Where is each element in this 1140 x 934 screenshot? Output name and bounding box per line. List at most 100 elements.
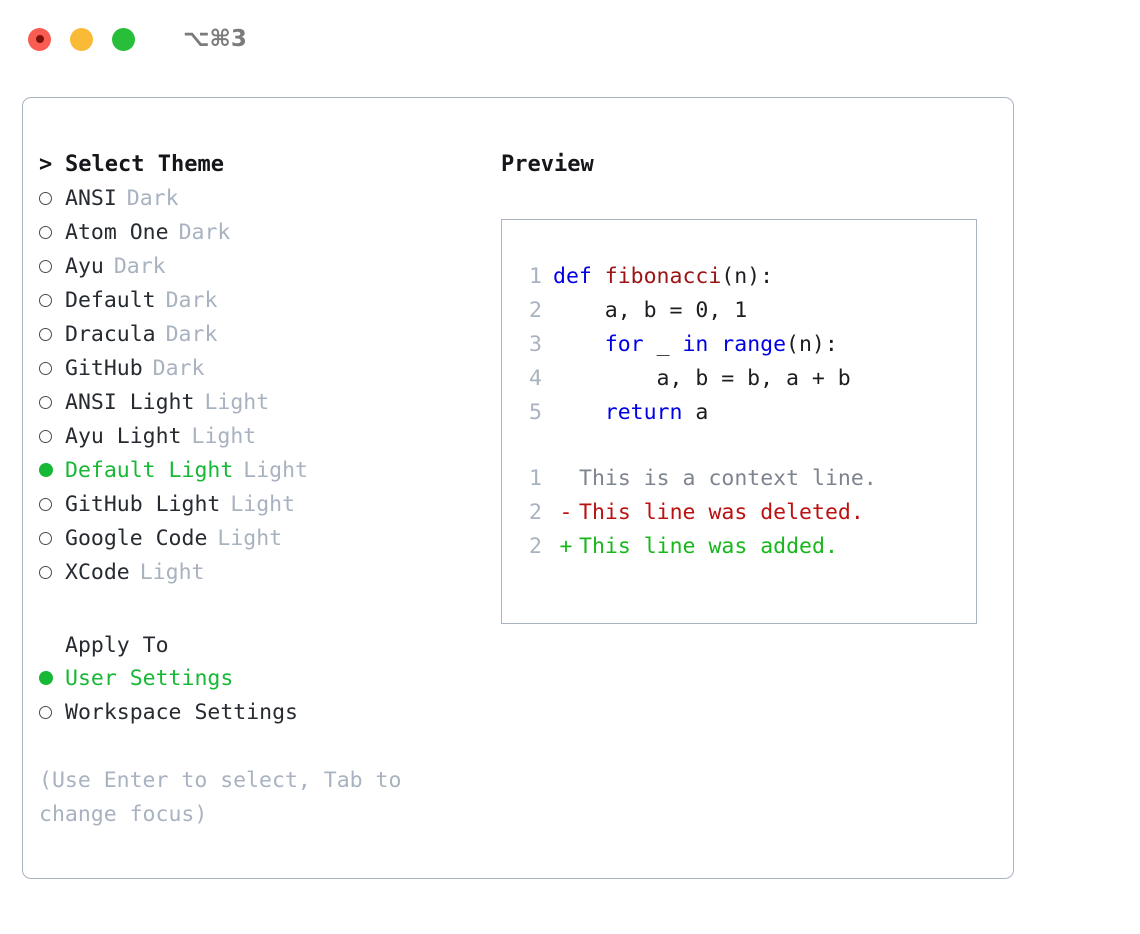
apply-to-option-label: User Settings — [65, 666, 234, 691]
theme-option-default-dark[interactable]: Default Dark — [39, 284, 489, 318]
theme-category: Light — [243, 458, 309, 483]
radio-unselected-icon[interactable] — [39, 352, 65, 386]
apply-to-option-workspace-settings[interactable]: Workspace Settings — [39, 696, 489, 730]
code-line: 3 for _ in range(n): — [514, 328, 974, 362]
code-content: for _ in range(n): — [604, 332, 838, 357]
radio-unselected-icon[interactable] — [39, 488, 65, 522]
theme-category: Light — [204, 390, 270, 415]
code-content: def fibonacci(n): — [553, 264, 774, 289]
diff-text: This line was added. — [579, 534, 838, 559]
theme-name: XCode — [65, 560, 130, 585]
line-number: 1 — [529, 466, 542, 491]
radio-unselected-icon[interactable] — [39, 284, 65, 318]
theme-option-ayu-dark[interactable]: Ayu Dark — [39, 250, 489, 284]
maximize-window-icon[interactable] — [112, 27, 135, 51]
theme-name: Atom One — [65, 220, 169, 245]
line-number: 2 — [529, 534, 542, 559]
code-line: 4 a, b = b, a + b — [514, 362, 974, 396]
theme-name: Default — [65, 288, 156, 313]
line-number: 4 — [529, 366, 542, 391]
theme-category: Dark — [152, 356, 205, 381]
theme-name: Ayu Light — [65, 424, 182, 449]
code-sample: 1 def fibonacci(n): 2 a, b = 0, 1 3 for … — [514, 260, 974, 564]
theme-option-default-light[interactable]: Default Light Light — [39, 454, 489, 488]
theme-name: GitHub Light — [65, 492, 221, 517]
select-theme-heading: > Select Theme — [39, 148, 489, 182]
theme-option-github-dark[interactable]: GitHub Dark — [39, 352, 489, 386]
theme-category: Dark — [178, 220, 231, 245]
radio-unselected-icon[interactable] — [39, 216, 65, 250]
diff-line-context: 1 This is a context line. — [514, 462, 974, 496]
code-line: 1 def fibonacci(n): — [514, 260, 974, 294]
apply-to-heading: Apply To — [39, 628, 489, 662]
radio-unselected-icon[interactable] — [39, 522, 65, 556]
traffic-light-buttons — [28, 27, 135, 51]
radio-unselected-icon[interactable] — [39, 250, 65, 284]
radio-unselected-icon[interactable] — [39, 182, 65, 216]
radio-selected-icon[interactable] — [39, 662, 65, 696]
line-number: 1 — [529, 264, 542, 289]
diff-line-deleted: 2 - This line was deleted. — [514, 496, 974, 530]
theme-name: Default Light — [65, 458, 234, 483]
close-window-icon[interactable] — [28, 27, 51, 51]
radio-unselected-icon[interactable] — [39, 556, 65, 590]
diff-text: This line was deleted. — [579, 500, 864, 525]
theme-category: Dark — [126, 186, 179, 211]
apply-to-option-user-settings[interactable]: User Settings — [39, 662, 489, 696]
theme-category: Dark — [165, 322, 218, 347]
theme-selector-column: > Select Theme ANSI Dark Atom One Dark A… — [39, 148, 489, 832]
radio-unselected-icon[interactable] — [39, 696, 65, 730]
theme-option-ansi-light[interactable]: ANSI Light Light — [39, 386, 489, 420]
line-number: 3 — [529, 332, 542, 357]
theme-name: Ayu — [65, 254, 104, 279]
diff-spacer — [514, 430, 974, 462]
theme-category: Dark — [165, 288, 218, 313]
select-theme-heading-label: Select Theme — [65, 152, 224, 177]
keyboard-shortcut-label: ⌥⌘3 — [183, 26, 247, 52]
code-content: a, b = 0, 1 — [553, 298, 748, 323]
diff-line-added: 2 + This line was added. — [514, 530, 974, 564]
theme-name: ANSI — [65, 186, 117, 211]
code-content: a, b = b, a + b — [553, 366, 851, 391]
theme-option-xcode[interactable]: XCode Light — [39, 556, 489, 590]
title-bar: ⌥⌘3 — [0, 0, 1140, 78]
radio-unselected-icon[interactable] — [39, 318, 65, 352]
code-content: return a — [604, 400, 709, 425]
line-number: 2 — [529, 500, 542, 525]
preview-box: 1 def fibonacci(n): 2 a, b = 0, 1 3 for … — [501, 219, 977, 624]
diff-marker: + — [559, 534, 573, 559]
theme-option-ayu-light[interactable]: Ayu Light Light — [39, 420, 489, 454]
minimize-window-icon[interactable] — [70, 27, 93, 51]
apply-to-option-label: Workspace Settings — [65, 700, 298, 725]
line-number: 2 — [529, 298, 542, 323]
preview-heading: Preview — [501, 152, 594, 177]
theme-category: Light — [139, 560, 205, 585]
theme-option-dracula-dark[interactable]: Dracula Dark — [39, 318, 489, 352]
theme-category: Light — [217, 526, 283, 551]
radio-unselected-icon[interactable] — [39, 386, 65, 420]
theme-option-github-light[interactable]: GitHub Light Light — [39, 488, 489, 522]
theme-name: GitHub — [65, 356, 143, 381]
caret-right-icon: > — [39, 152, 53, 177]
diff-marker: - — [559, 500, 573, 525]
theme-category: Light — [191, 424, 257, 449]
radio-selected-icon[interactable] — [39, 454, 65, 488]
theme-category: Light — [230, 492, 296, 517]
diff-text: This is a context line. — [579, 466, 877, 491]
theme-name: Dracula — [65, 322, 156, 347]
code-line: 5 return a — [514, 396, 974, 430]
radio-unselected-icon[interactable] — [39, 420, 65, 454]
preview-column: Preview 1 def fibonacci(n): 2 a, b = 0, … — [501, 148, 1001, 624]
apply-to-heading-label: Apply To — [65, 632, 169, 658]
theme-option-ansi-dark[interactable]: ANSI Dark — [39, 182, 489, 216]
keyboard-hint-text: (Use Enter to select, Tab to change focu… — [39, 768, 402, 827]
line-number: 5 — [529, 400, 542, 425]
main-panel: > Select Theme ANSI Dark Atom One Dark A… — [22, 97, 1014, 879]
theme-name: ANSI Light — [65, 390, 195, 415]
theme-category: Dark — [113, 254, 166, 279]
code-line: 2 a, b = 0, 1 — [514, 294, 974, 328]
theme-option-atom-one-dark[interactable]: Atom One Dark — [39, 216, 489, 250]
theme-option-google-code[interactable]: Google Code Light — [39, 522, 489, 556]
theme-name: Google Code — [65, 526, 208, 551]
